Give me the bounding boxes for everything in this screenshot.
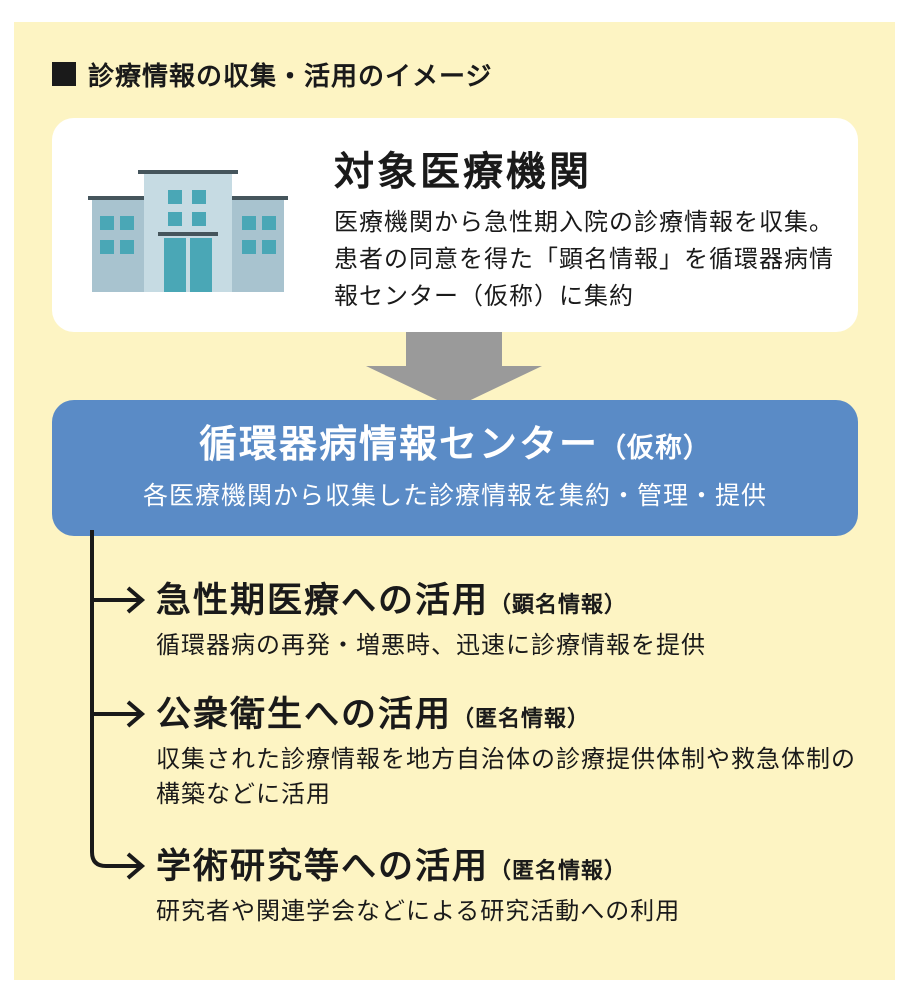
source-card-description: 医療機関から急性期入院の診療情報を収集。患者の同意を得た「顕名情報」を循環器病情…: [334, 208, 834, 310]
source-card-title: 対象医療機関: [334, 149, 592, 195]
use-research-description: 研究者や関連学会などによる研究活動への利用: [156, 897, 681, 925]
info-center-title: 循環器病情報センター（仮称）: [52, 416, 858, 477]
diagram-heading: 診療情報の収集・活用のイメージ: [52, 56, 492, 92]
use-public-health-label: 公衆衛生への活用: [156, 695, 453, 735]
use-research-title: 学術研究等への活用（匿名情報）: [156, 842, 627, 897]
use-acute-care-title: 急性期医療への活用（顕名情報）: [156, 576, 627, 631]
use-public-health-description: 収集された診療情報を地方自治体の診療提供体制や救急体制の構築などに活用: [156, 745, 856, 808]
use-acute-care-tag: （顕名情報）: [489, 593, 628, 618]
branch-connector: [90, 530, 146, 880]
info-center-subtitle: 各医療機関から収集した診療情報を集約・管理・提供: [142, 481, 767, 510]
use-acute-care-description: 循環器病の再発・増悪時、迅速に診療情報を提供: [156, 631, 706, 659]
heading-text: 診療情報の収集・活用のイメージ: [88, 61, 493, 92]
use-public-health-tag: （匿名情報）: [452, 707, 591, 732]
use-research-label: 学術研究等への活用: [156, 847, 490, 887]
use-research-tag: （匿名情報）: [489, 859, 628, 884]
info-center-name: 循環器病情報センター: [198, 422, 599, 466]
source-card: 対象医療機関 医療機関から急性期入院の診療情報を収集。患者の同意を得た「顕名情報…: [52, 118, 858, 332]
info-center-suffix: （仮称）: [599, 433, 711, 464]
down-arrow-icon: [366, 332, 542, 408]
square-bullet-icon: [52, 62, 76, 86]
hospital-building-icon: [88, 170, 288, 292]
use-acute-care-label: 急性期医療への活用: [156, 581, 490, 621]
info-center-box: 循環器病情報センター（仮称） 各医療機関から収集した診療情報を集約・管理・提供: [52, 400, 858, 536]
use-public-health-title: 公衆衛生への活用（匿名情報）: [156, 690, 590, 745]
